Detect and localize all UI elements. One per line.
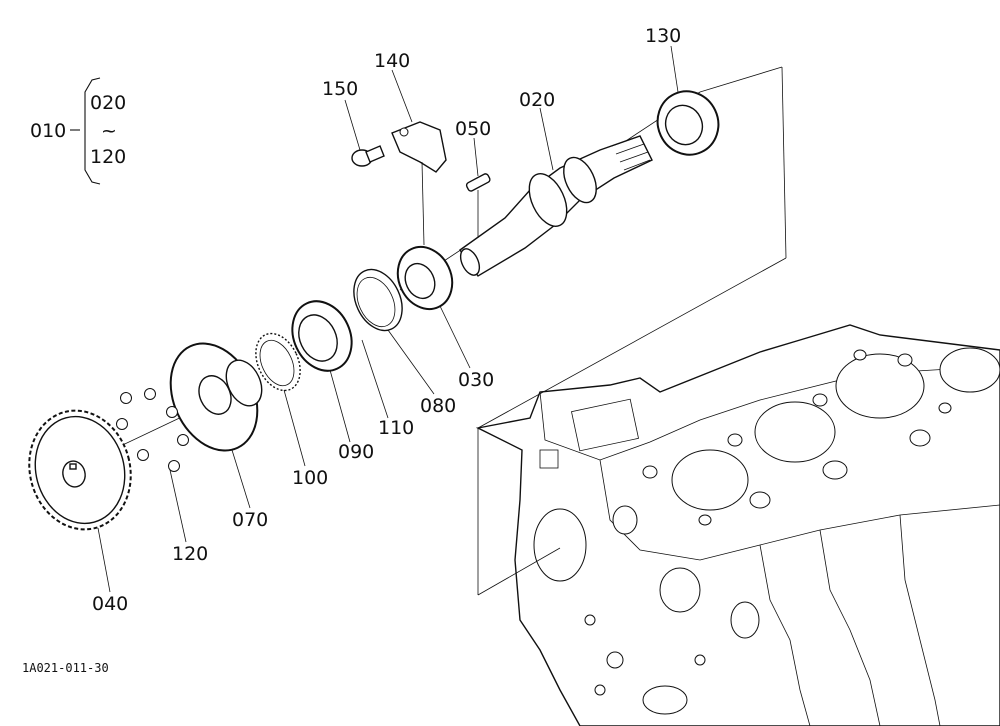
- part-140-plate: [391, 121, 447, 246]
- callout-130: 130: [645, 25, 681, 47]
- part-030-bearing: [396, 245, 454, 311]
- part-130-bearing: [656, 90, 720, 156]
- assembly-range-bracket: 010 020 ~ 120: [30, 77, 126, 185]
- callout-110: 110: [378, 417, 414, 439]
- bracket-curve: [84, 77, 101, 185]
- callout-090: 090: [338, 441, 374, 463]
- callout-140: 140: [374, 50, 410, 72]
- range-symbol: ~: [101, 120, 117, 142]
- callout-100: 100: [292, 467, 328, 489]
- part-070-collar: [169, 342, 263, 452]
- callout-150: 150: [322, 78, 358, 100]
- part-150-bolt: [351, 145, 385, 167]
- figure-code: 1A021-011-30: [22, 661, 109, 675]
- part-050-key: [465, 173, 491, 238]
- callout-050: 050: [455, 118, 491, 140]
- range-end-label: 120: [90, 146, 126, 168]
- assembly-code-label: 010: [30, 120, 66, 142]
- callout-080: 080: [420, 395, 456, 417]
- part-100-thrust-bearing: [255, 332, 301, 392]
- callout-030: 030: [458, 369, 494, 391]
- part-020-shaft: [459, 135, 653, 277]
- part-040-gear: [28, 409, 132, 531]
- part-120-balls: [116, 388, 189, 472]
- part-080-circlip: [353, 268, 403, 332]
- callout-120: 120: [172, 543, 208, 565]
- callout-040: 040: [92, 593, 128, 615]
- callout-labels: 020 030 040 050 070 080 090 100 110 120 …: [92, 25, 681, 615]
- range-start-label: 020: [90, 92, 126, 114]
- part-090-bearing: [291, 300, 353, 372]
- leader-lines: [97, 45, 679, 593]
- callout-070: 070: [232, 509, 268, 531]
- engine-block: [475, 324, 1000, 726]
- callout-020: 020: [519, 89, 555, 111]
